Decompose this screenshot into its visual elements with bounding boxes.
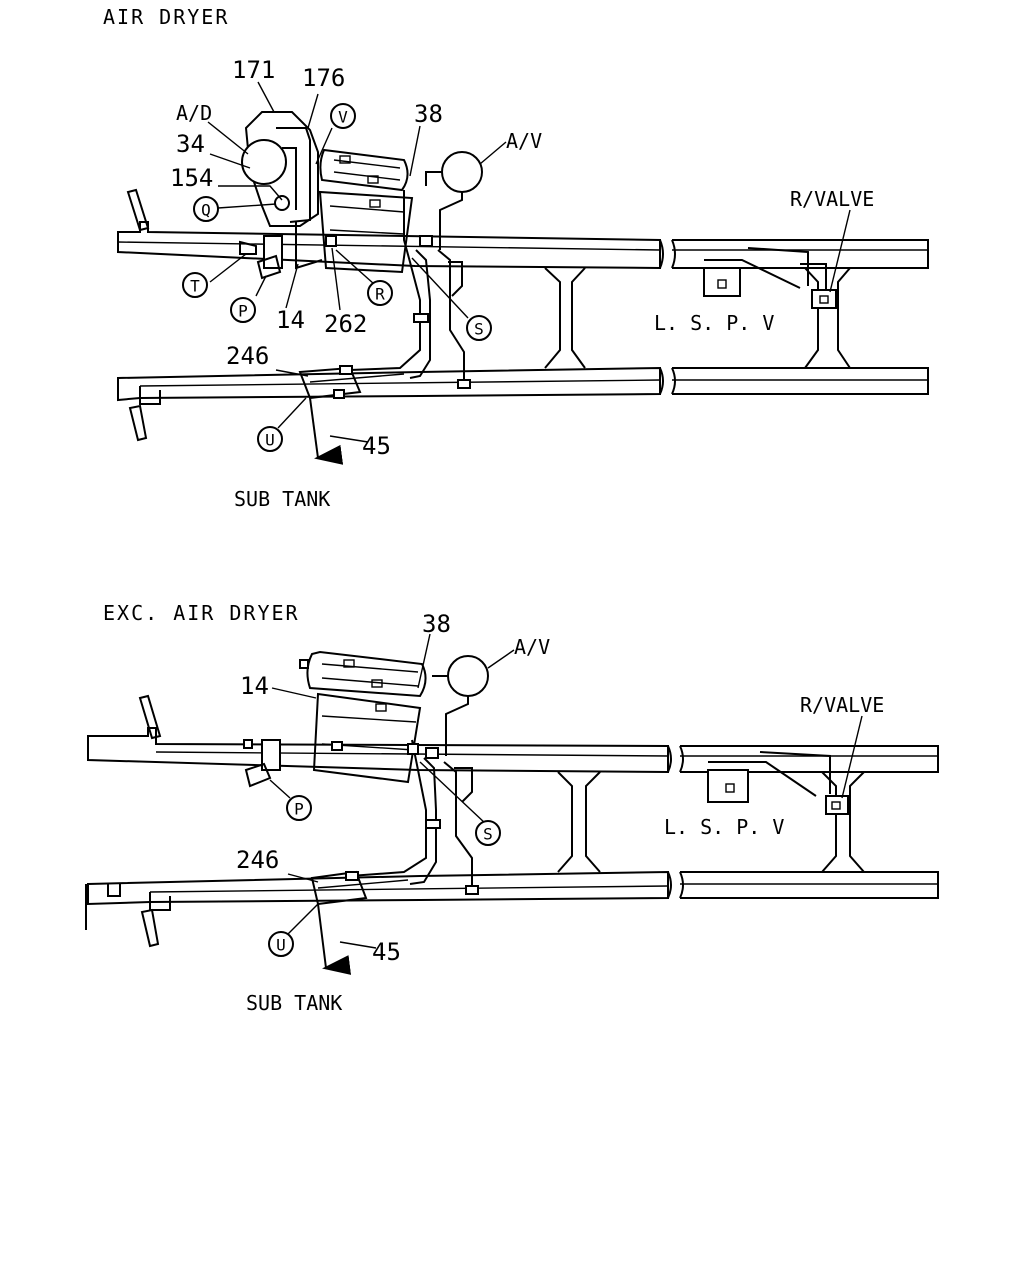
panel-title-exc-air-dryer: EXC. AIR DRYER [103, 601, 300, 625]
callout-u: U [268, 931, 294, 957]
label-45: 45 [362, 432, 391, 460]
upper-frame-rail [87, 727, 939, 774]
air-dryer-panel: AIR DRYER [103, 5, 929, 511]
label-45: 45 [372, 938, 401, 966]
exc-air-dryer-panel: EXC. AIR DRYER [85, 601, 939, 1015]
label-sub-tank: SUB TANK [234, 487, 330, 511]
svg-text:T: T [190, 277, 200, 296]
svg-text:P: P [294, 800, 304, 819]
label-relay-valve: R/VALVE [800, 693, 884, 717]
svg-text:U: U [265, 431, 275, 450]
callout-r: R [367, 280, 393, 306]
brake-piping [244, 739, 849, 906]
air-tank-lower [312, 692, 422, 784]
label-lspv: L. S. P. V [664, 815, 784, 839]
label-air-dryer: A/D [176, 101, 212, 125]
svg-text:Q: Q [201, 201, 211, 220]
crossmember [544, 267, 851, 369]
label-176: 176 [302, 64, 345, 92]
label-154: 154 [170, 164, 213, 192]
label-relay-valve: R/VALVE [790, 187, 874, 211]
label-171: 171 [232, 56, 275, 84]
callout-p: P [286, 795, 312, 821]
label-lspv: L. S. P. V [654, 311, 774, 335]
svg-text:V: V [338, 108, 348, 127]
label-34: 34 [176, 130, 205, 158]
hatched-brackets [138, 694, 171, 948]
label-air-volume: A/V [514, 635, 550, 659]
callout-q: Q [193, 196, 219, 222]
svg-text:P: P [238, 302, 248, 321]
label-38: 38 [422, 610, 451, 638]
label-14: 14 [276, 306, 305, 334]
leader-lines-top [207, 81, 851, 465]
air-tank-upper [319, 148, 409, 192]
label-262: 262 [324, 310, 367, 338]
label-14: 14 [240, 672, 269, 700]
label-246: 246 [236, 846, 279, 874]
callout-t: T [182, 272, 208, 298]
hatched-brackets [126, 188, 161, 442]
callout-s: S [475, 820, 501, 846]
callout-p: P [230, 297, 256, 323]
leader-lines-bottom [269, 633, 863, 975]
callout-v: V [330, 103, 356, 129]
callout-u: U [257, 426, 283, 452]
svg-text:S: S [483, 825, 493, 844]
air-tank-upper [299, 650, 427, 698]
svg-text:U: U [276, 936, 286, 955]
lower-frame-rail [85, 870, 939, 930]
svg-text:R: R [375, 285, 385, 304]
label-air-volume: A/V [506, 129, 542, 153]
panel-title-air-dryer: AIR DRYER [103, 5, 229, 29]
air-volume-tank [419, 151, 483, 250]
air-volume-tank [425, 655, 489, 759]
brake-piping [239, 190, 837, 400]
air-dryer-unit [241, 111, 319, 227]
callout-s: S [466, 315, 492, 341]
svg-text:S: S [474, 320, 484, 339]
lower-frame-rail [117, 366, 929, 402]
label-246: 246 [226, 342, 269, 370]
air-tank-lower [318, 190, 414, 274]
label-38: 38 [414, 100, 443, 128]
label-sub-tank: SUB TANK [246, 991, 342, 1015]
